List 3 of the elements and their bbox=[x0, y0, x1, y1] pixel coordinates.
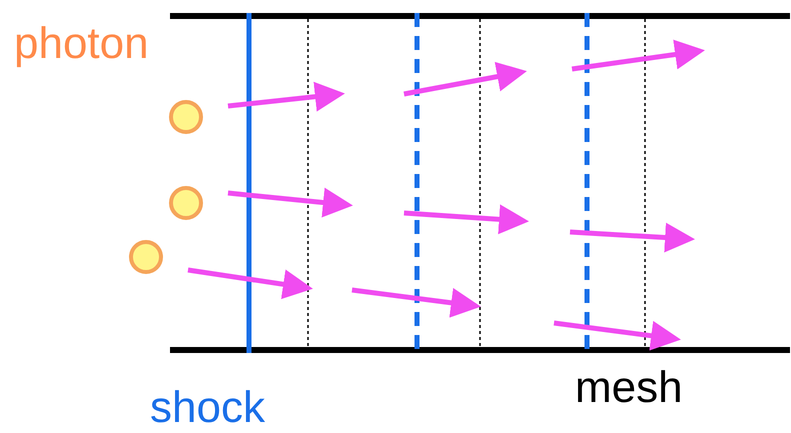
mesh-label: mesh bbox=[575, 366, 683, 410]
shock-label: shock bbox=[150, 386, 265, 430]
photon-label: photon bbox=[14, 22, 149, 66]
